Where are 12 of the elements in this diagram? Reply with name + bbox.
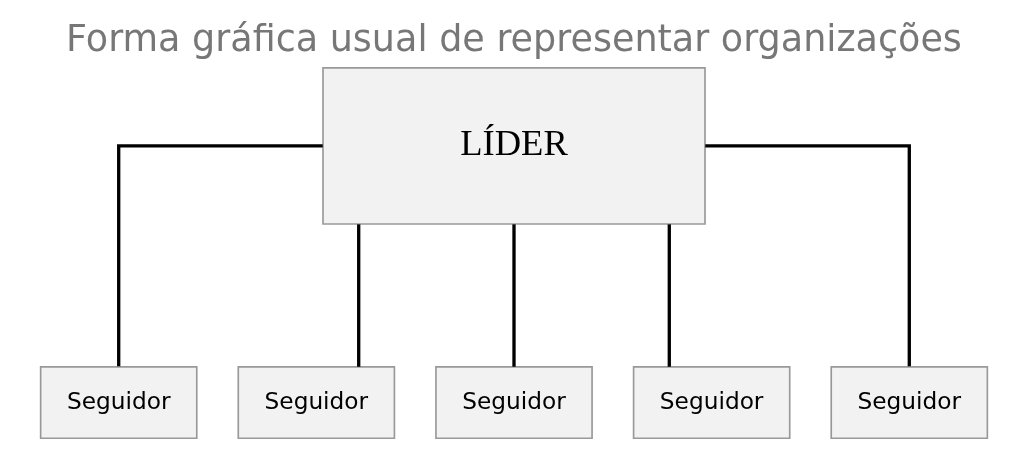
node-box: Seguidor bbox=[830, 366, 989, 440]
node-box: Seguidor bbox=[632, 366, 791, 440]
node-box: Seguidor bbox=[39, 366, 198, 440]
node-box: LÍDER bbox=[322, 67, 706, 225]
connector bbox=[667, 224, 671, 367]
connector bbox=[705, 144, 911, 367]
node-box: Seguidor bbox=[237, 366, 396, 440]
connector bbox=[357, 224, 361, 367]
diagram-title: Forma gráfica usual de representar organizações bbox=[66, 16, 962, 60]
connector bbox=[117, 144, 323, 367]
node-box: Seguidor bbox=[435, 366, 593, 440]
connector bbox=[512, 224, 516, 367]
